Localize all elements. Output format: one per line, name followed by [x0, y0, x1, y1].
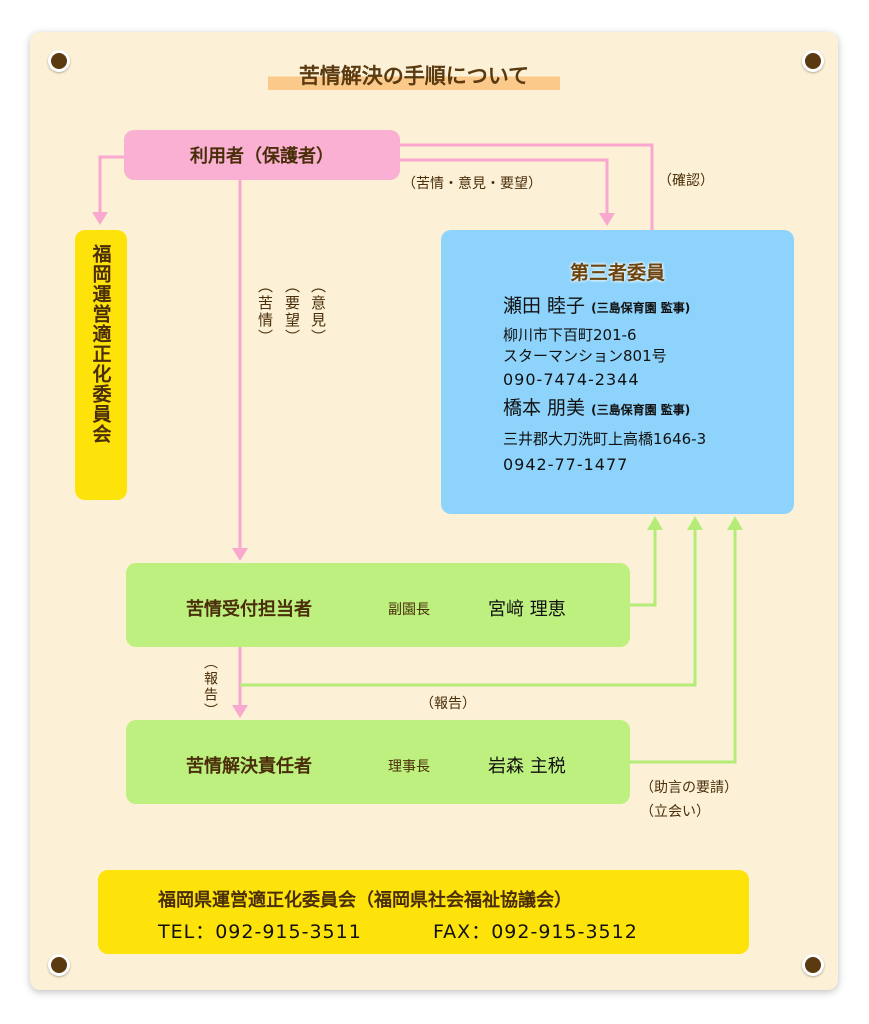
request-vertical-label: ︵要望︶ [283, 278, 301, 346]
complaint-vertical-label: ︵苦情︶ [256, 278, 274, 346]
footer-fax: FAX：092-915-3512 [433, 921, 638, 943]
report-label: （報告） [420, 696, 476, 712]
user-label: 利用者（保護者） [190, 146, 334, 167]
page-title: 苦情解決の手順について [268, 60, 560, 90]
pin-icon [802, 50, 824, 72]
member-phone: 090-7474-2344 [503, 370, 640, 389]
pin-icon [48, 954, 70, 976]
member-role: (三島保育園 監事) [591, 403, 691, 417]
committee-box: 福岡運営適正化委員会 [75, 230, 127, 500]
receiver-box: 苦情受付担当者 副園長 宮﨑 理恵 [126, 563, 630, 647]
receiver-position: 副園長 [388, 602, 430, 618]
report-vertical-label: ︵報告︶ [202, 655, 218, 719]
receiver-name: 宮﨑 理恵 [488, 599, 566, 620]
user-box: 利用者（保護者） [124, 130, 400, 180]
footer-tel: TEL：092-915-3511 [158, 921, 362, 943]
complaint-opinion-label: （苦情・意見・要望） [402, 176, 542, 192]
footer-org: 福岡県運営適正化委員会（福岡県社会福祉協議会） [158, 890, 572, 911]
receiver-title: 苦情受付担当者 [186, 599, 312, 620]
resolver-title: 苦情解決責任者 [186, 756, 312, 777]
member-phone: 0942-77-1477 [503, 455, 629, 474]
advice-label: （助言の要請） [640, 780, 738, 796]
resolver-box: 苦情解決責任者 理事長 岩森 主税 [126, 720, 630, 804]
member-name: 橋本 朋美 [503, 397, 586, 419]
third-party-heading: 第三者委員 [569, 262, 665, 284]
footer-box: 福岡県運営適正化委員会（福岡県社会福祉協議会） TEL：092-915-3511… [98, 870, 749, 954]
member-name: 瀬田 睦子 [503, 295, 586, 317]
member-address: スターマンション801号 [503, 347, 667, 365]
member-role: (三島保育園 監事) [591, 301, 691, 315]
attend-label: （立会い） [640, 804, 710, 820]
resolver-name: 岩森 主税 [488, 756, 566, 777]
resolver-position: 理事長 [388, 759, 430, 775]
pin-icon [802, 954, 824, 976]
opinion-vertical-label: ︵意見︶ [309, 278, 327, 346]
pin-icon [48, 50, 70, 72]
member-address: 三井郡大刀洗町上高橋1646-3 [503, 430, 707, 448]
confirm-label: （確認） [658, 173, 714, 189]
member-address: 柳川市下百町201-6 [503, 326, 637, 344]
third-party-box: 第三者委員 瀬田 睦子 (三島保育園 監事) 柳川市下百町201-6 スターマン… [441, 230, 794, 514]
committee-label: 福岡運営適正化委員会 [89, 244, 112, 444]
